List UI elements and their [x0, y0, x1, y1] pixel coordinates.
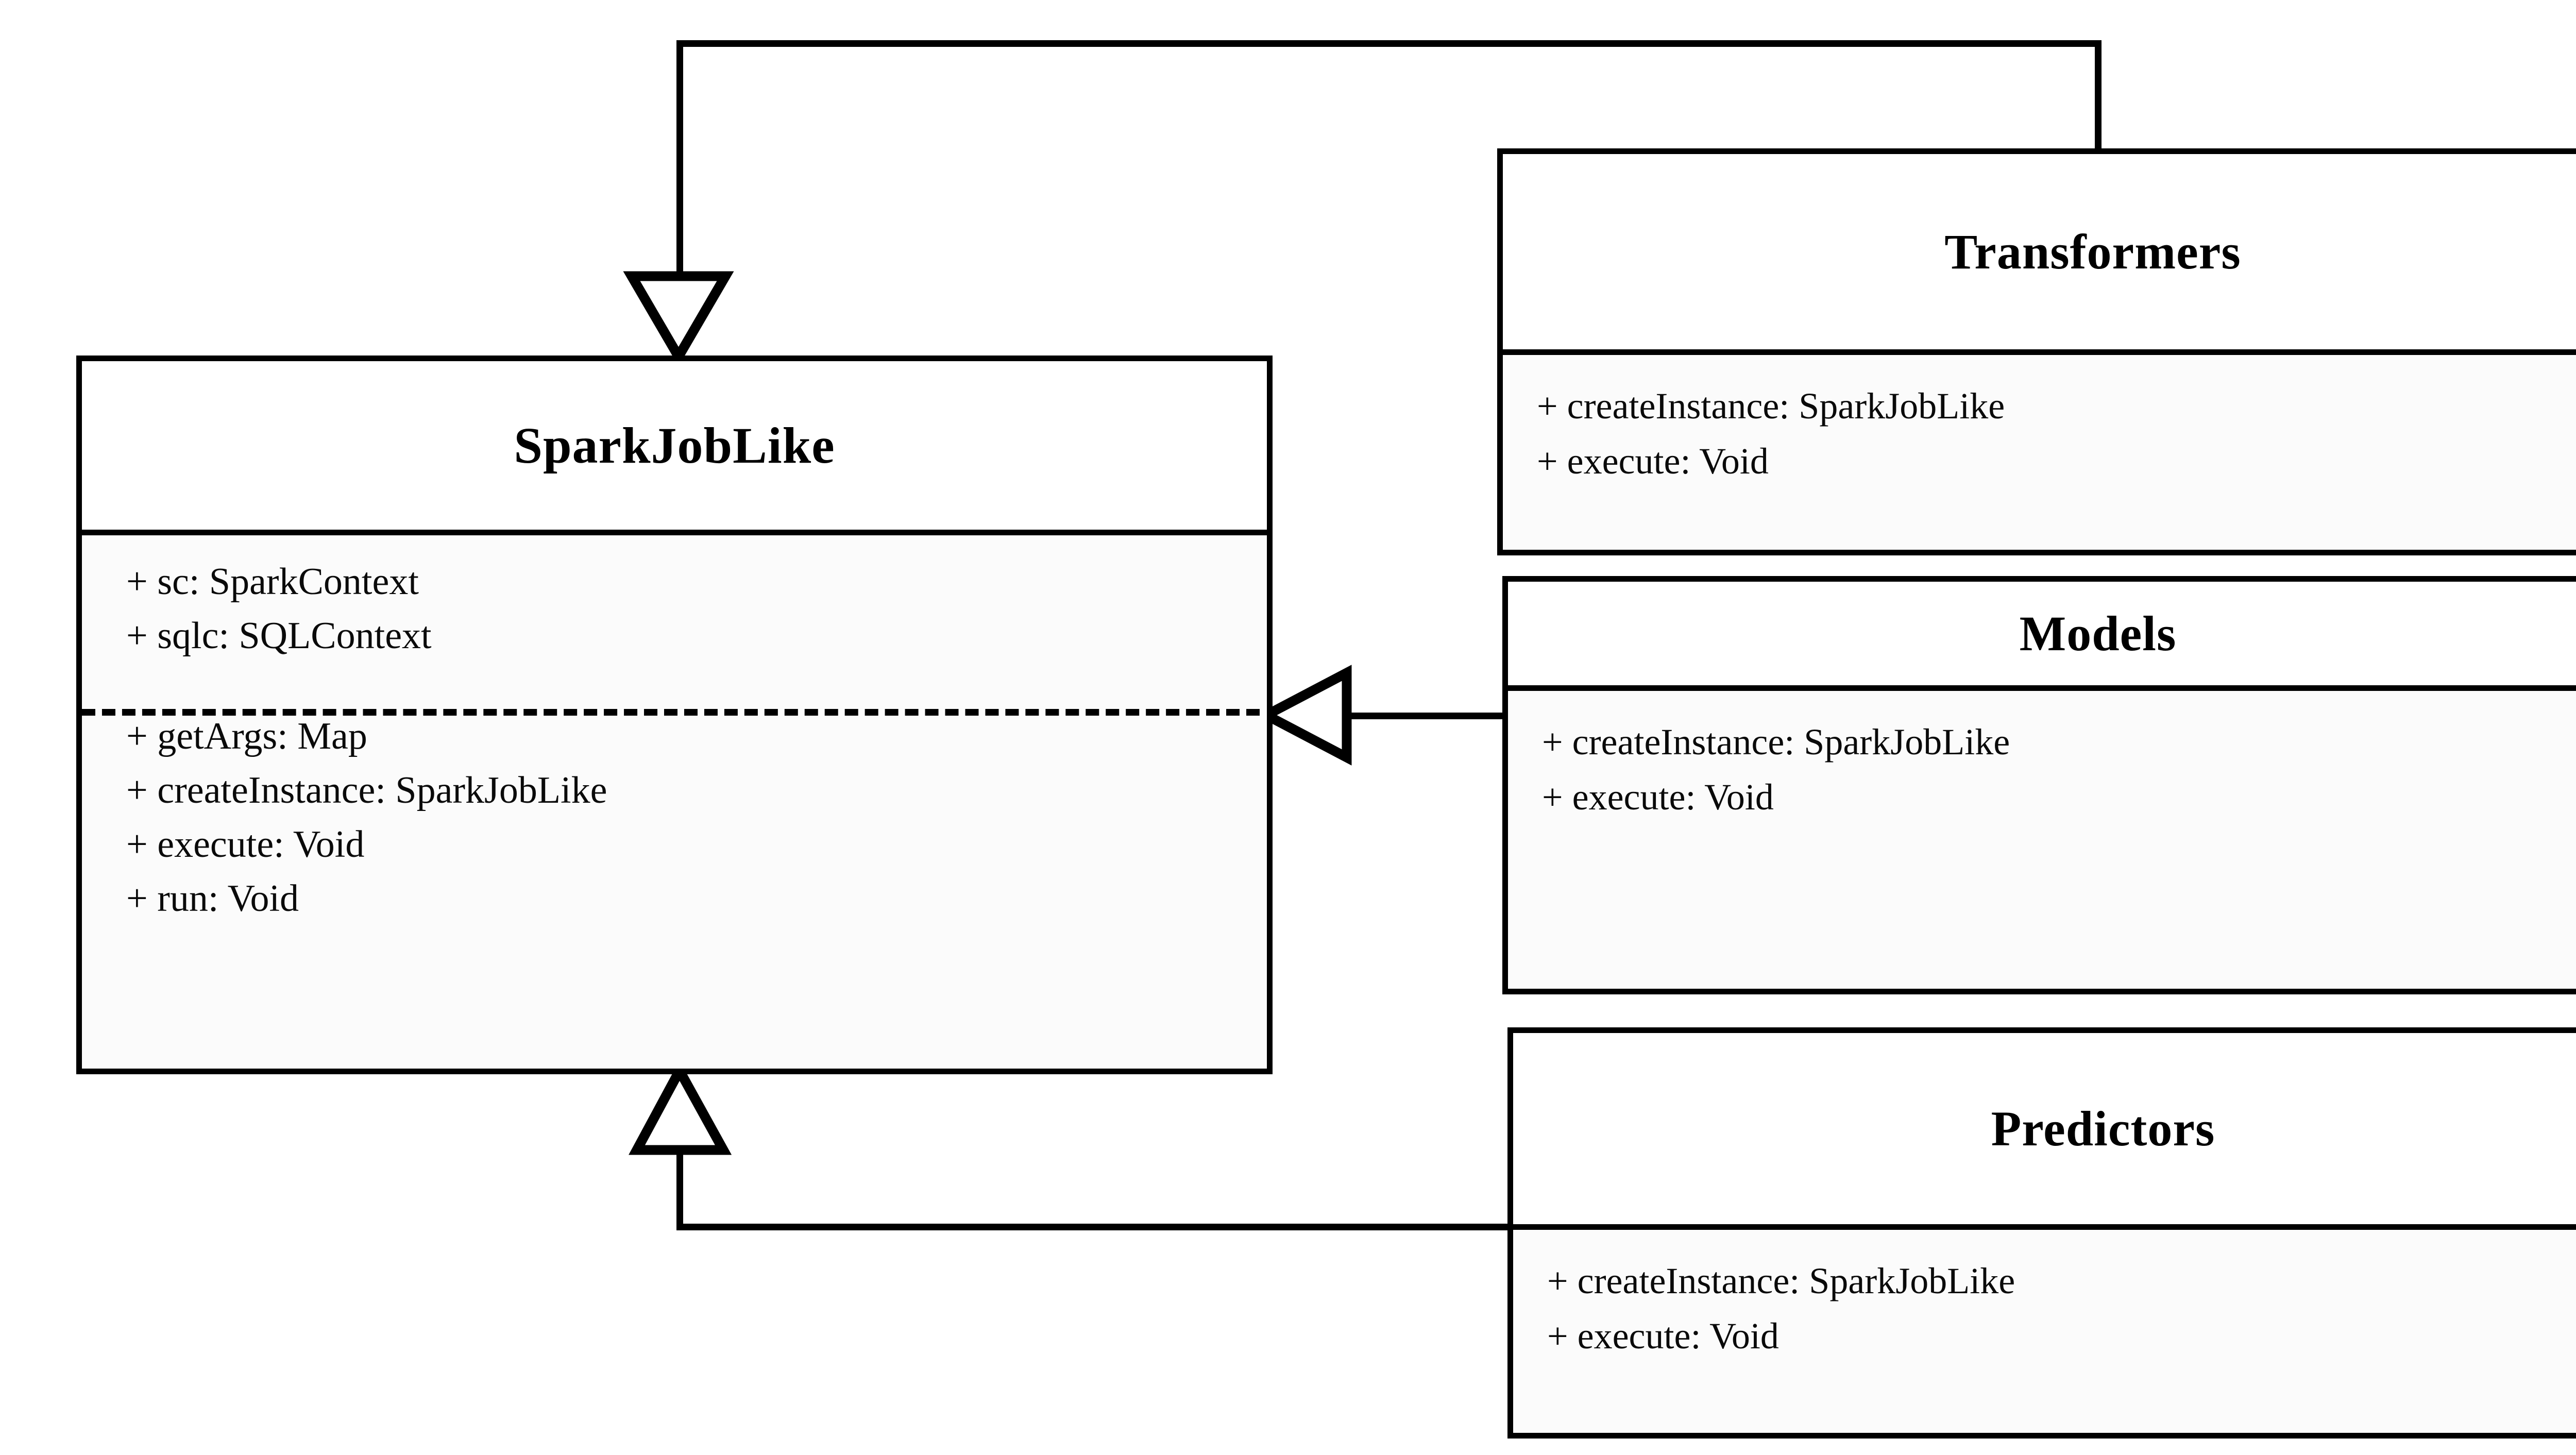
class-body-predictors: + createInstance: SparkJobLike + execute…: [1513, 1230, 2576, 1433]
connector-predictors-riser: [676, 1148, 683, 1230]
class-box-transformers[interactable]: Transformers + createInstance: SparkJobL…: [1497, 148, 2576, 555]
operation-item: + createInstance: SparkJobLike: [126, 769, 607, 812]
class-box-predictors[interactable]: Predictors + createInstance: SparkJobLik…: [1507, 1027, 2576, 1439]
connector-transformers-drop: [676, 40, 683, 282]
attribute-item: + sc: SparkContext: [126, 561, 419, 603]
class-header-transformers: Transformers: [1503, 154, 2576, 355]
generalization-arrowhead-icon: [1256, 665, 1352, 766]
connector-predictors-horizontal: [676, 1224, 1511, 1230]
operation-item: + execute: Void: [1542, 776, 1774, 818]
attribute-list: + sc: SparkContext + sqlc: SQLContext: [82, 555, 1267, 663]
class-header-models: Models: [1508, 582, 2576, 691]
class-header-predictors: Predictors: [1513, 1033, 2576, 1230]
connector-transformers-horizontal: [676, 40, 2102, 47]
generalization-arrowhead-icon: [629, 1060, 732, 1155]
class-title: Models: [2019, 606, 2177, 661]
class-title: SparkJobLike: [514, 417, 835, 474]
class-body-transformers: + createInstance: SparkJobLike + execute…: [1503, 355, 2576, 550]
operation-item: + execute: Void: [1537, 440, 1769, 482]
connector-transformers-riser: [2095, 40, 2102, 153]
operation-list: + createInstance: SparkJobLike + execute…: [1508, 715, 2576, 824]
operation-item: + createInstance: SparkJobLike: [1547, 1260, 2015, 1301]
operation-item: + run: Void: [126, 877, 299, 920]
class-title: Transformers: [1944, 224, 2241, 279]
class-body-models: + createInstance: SparkJobLike + execute…: [1508, 691, 2576, 989]
operation-list: + getArgs: Map + createInstance: SparkJo…: [82, 709, 1267, 926]
operation-item: + execute: Void: [1547, 1315, 1779, 1357]
class-header-spark-job-like: SparkJobLike: [82, 361, 1267, 535]
operation-item: + createInstance: SparkJobLike: [1537, 385, 2005, 427]
operation-list: + createInstance: SparkJobLike + execute…: [1503, 379, 2576, 488]
class-body-spark-job-like: + sc: SparkContext + sqlc: SQLContext + …: [82, 535, 1267, 1069]
operation-item: + execute: Void: [126, 823, 365, 866]
operation-list: + createInstance: SparkJobLike + execute…: [1513, 1254, 2576, 1363]
class-box-spark-job-like[interactable]: SparkJobLike + sc: SparkContext + sqlc: …: [76, 356, 1273, 1074]
operation-item: + createInstance: SparkJobLike: [1542, 721, 2010, 763]
class-box-models[interactable]: Models + createInstance: SparkJobLike + …: [1502, 576, 2576, 994]
generalization-arrowhead-icon: [623, 271, 734, 366]
operation-item: + getArgs: Map: [126, 715, 367, 758]
compartment-separator-dashed: [82, 709, 1260, 716]
connector-models-horizontal: [1328, 713, 1509, 719]
attribute-item: + sqlc: SQLContext: [126, 615, 432, 657]
class-title: Predictors: [1991, 1101, 2215, 1156]
